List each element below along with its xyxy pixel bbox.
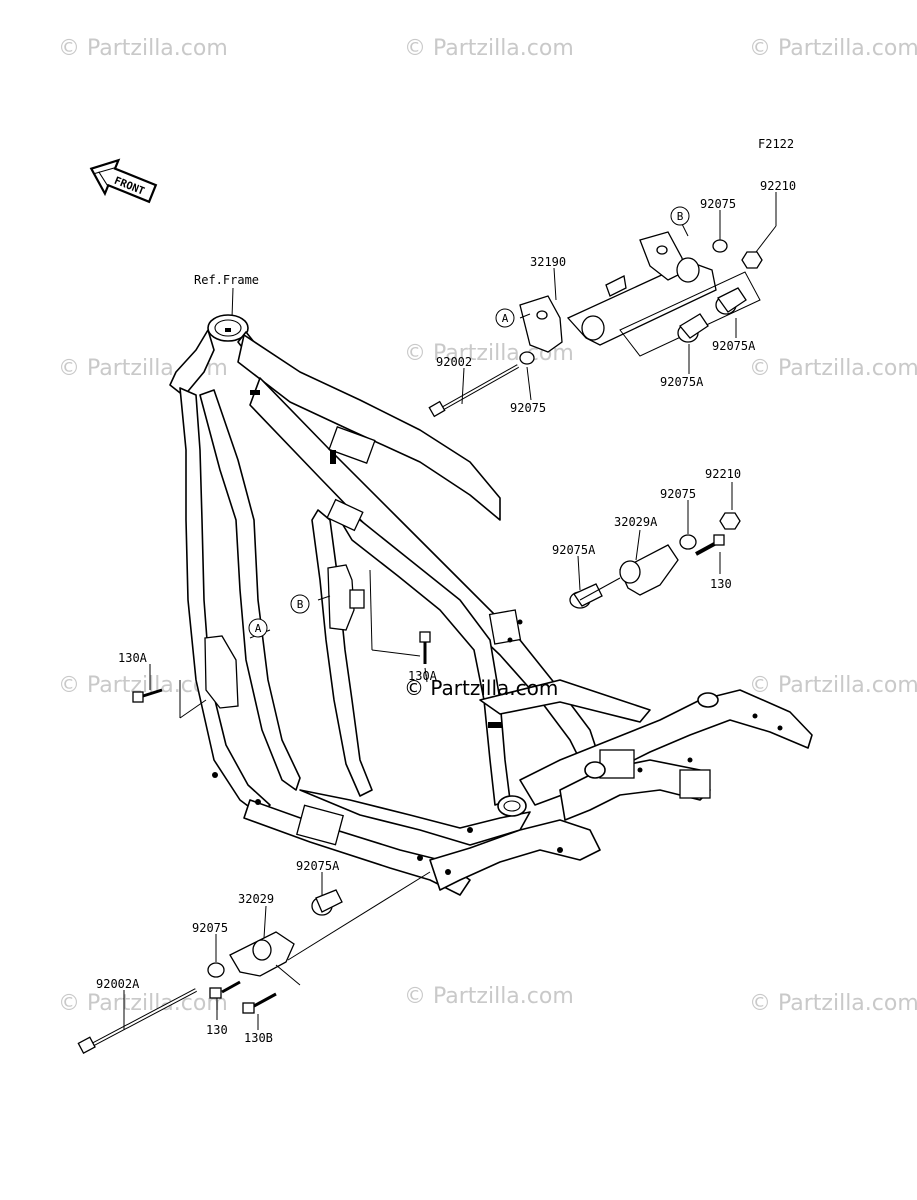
label-130B: 130B (244, 1031, 273, 1045)
label-92002: 92002 (436, 355, 472, 369)
rubber-damper-92075A-top-mid (677, 313, 709, 343)
bolt-130A-center (419, 631, 431, 664)
ref-frame-leader (231, 287, 234, 319)
watermark-3: © Partzilla.com (749, 36, 917, 61)
watermark-1: © Partzilla.com (58, 36, 228, 61)
rubber-damper-92075A-bottom (311, 889, 343, 916)
svg-text:B: B (297, 598, 304, 611)
nut-92210-mid (719, 512, 741, 530)
mount-bracket-32029A (619, 544, 679, 596)
watermark-6: © Partzilla.com (749, 356, 917, 381)
watermark-10: © Partzilla.com (404, 984, 574, 1009)
ref-frame-label: Ref.Frame (194, 273, 259, 287)
bolt-130B (242, 992, 277, 1014)
front-arrow-icon: FRONT (89, 158, 158, 204)
label-32029: 32029 (238, 892, 274, 906)
part-labels: 32190 92210 92075 92002 92075 92075A 920… (96, 179, 796, 1045)
label-32190: 32190 (530, 255, 566, 269)
bolt-130A-left (132, 688, 163, 703)
bolt-92002 (428, 364, 519, 418)
label-92210-mid: 92210 (705, 467, 741, 481)
washer-92075-bottom (207, 962, 225, 978)
washer-92075-mid (679, 534, 697, 550)
label-92075A-top-mid: 92075A (660, 375, 704, 389)
marker-b-left: B (290, 594, 310, 614)
marker-b-top: B (670, 206, 690, 226)
mount-bracket-32029 (229, 931, 295, 977)
nut-92210-top (741, 251, 763, 269)
watermark-9: © Partzilla.com (58, 991, 228, 1016)
washer-92075-top-b (712, 239, 728, 253)
marker-a-left: A (248, 618, 268, 638)
label-130A-center: 130A (408, 669, 438, 683)
label-32029A: 32029A (614, 515, 658, 529)
watermark-11: © Partzilla.com (749, 991, 917, 1016)
label-92075-bottom: 92075 (192, 921, 228, 935)
marker-a-top: A (495, 308, 515, 328)
watermark-8: © Partzilla.com (749, 673, 917, 698)
figure-code: F2122 (758, 137, 794, 151)
label-92075-top-washer: 92075 (510, 401, 546, 415)
rubber-damper-92075A-top-right (715, 287, 747, 315)
watermark-2: © Partzilla.com (404, 36, 574, 61)
label-92075-mid: 92075 (660, 487, 696, 501)
bolt-130-bottom (209, 980, 241, 999)
rubber-damper-92075A-mid (569, 583, 603, 609)
label-130-bottom: 130 (206, 1023, 228, 1037)
leader-lines (123, 192, 777, 1030)
label-92075A-bottom: 92075A (296, 859, 340, 873)
washer-92075-top (519, 351, 535, 365)
watermark-center: © Partzilla.com (404, 676, 558, 700)
bolt-130-mid (695, 534, 725, 556)
label-92075-top-b: 92075 (700, 197, 736, 211)
svg-text:A: A (255, 622, 262, 635)
motorcycle-frame (169, 314, 813, 896)
bolt-92002A (77, 988, 197, 1054)
label-92210-top: 92210 (760, 179, 796, 193)
svg-text:B: B (677, 210, 684, 223)
mount-bracket-32190 (519, 231, 761, 357)
label-130-mid: 130 (710, 577, 732, 591)
label-92075A-top-right: 92075A (712, 339, 756, 353)
label-92075A-mid: 92075A (552, 543, 596, 557)
label-92002A: 92002A (96, 977, 140, 991)
svg-text:A: A (502, 312, 509, 325)
label-130A-left: 130A (118, 651, 148, 665)
